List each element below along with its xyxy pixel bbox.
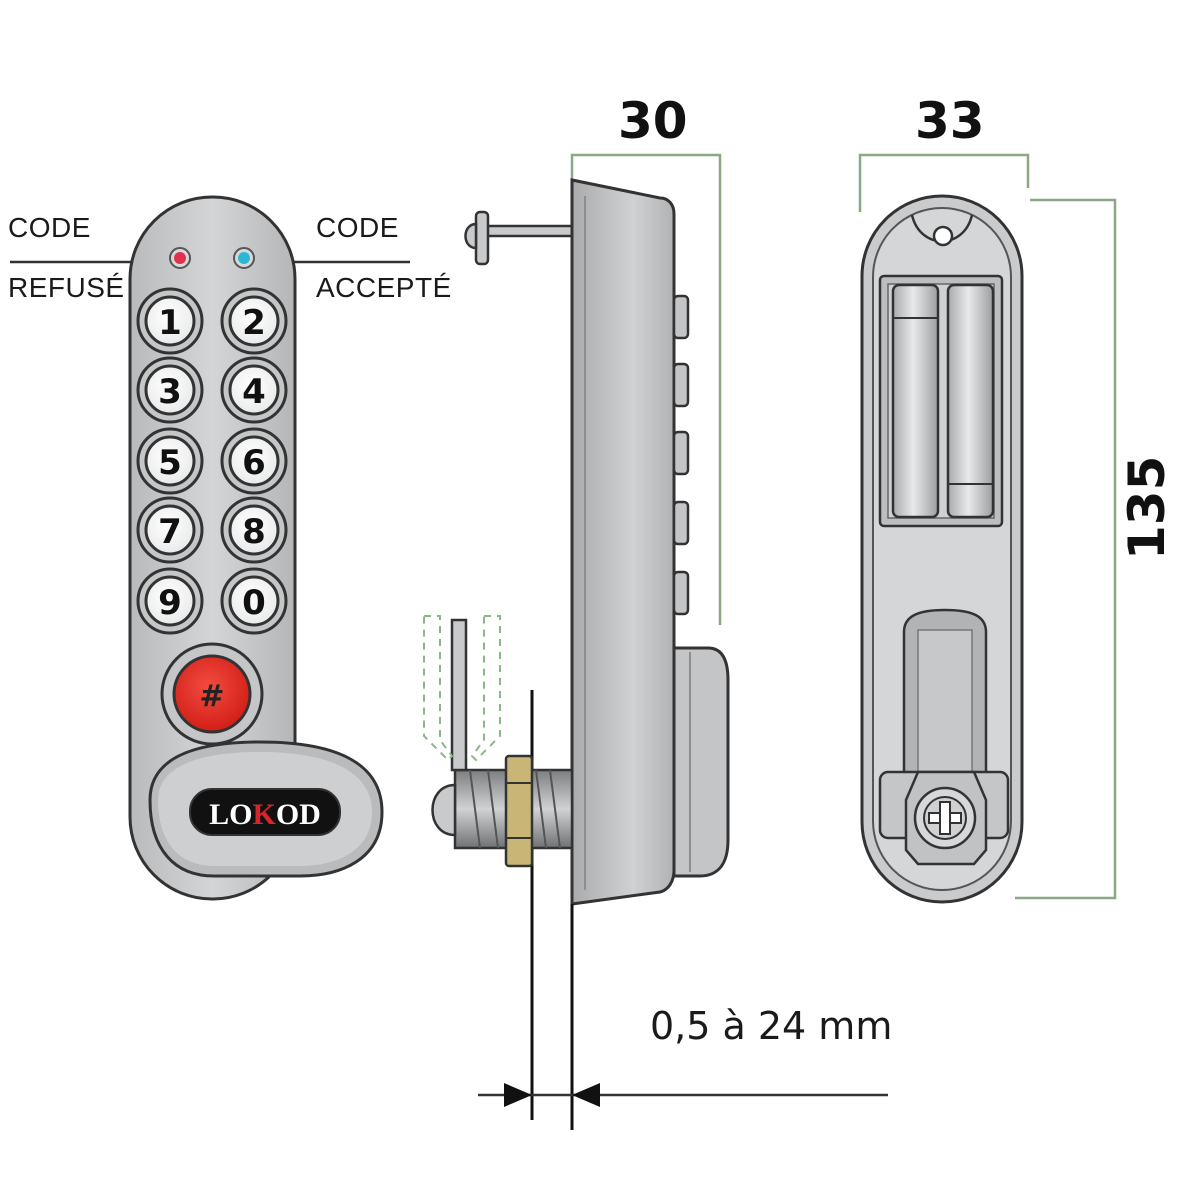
front-view: 1 2 3 4 5 6 7 8 9 0 # LOKOD [10, 195, 410, 901]
led-blue-icon [233, 247, 255, 269]
width-dimension-line [858, 153, 1030, 212]
brand-suffix: OD [276, 798, 321, 831]
key-4-label: 4 [242, 372, 266, 412]
key-0-button[interactable] [220, 567, 288, 635]
key-6-button[interactable] [220, 427, 288, 495]
brand-plate [189, 788, 341, 836]
key-5-label: 5 [158, 443, 182, 483]
depth-dimension-value: 30 [618, 92, 688, 150]
screw-icon [913, 786, 977, 850]
cam-alternate-positions [423, 615, 501, 762]
code-refused-label-top: CODE [8, 212, 91, 243]
code-accepted-label-bottom: ACCEPTÉ [316, 272, 452, 303]
height-dimension-line [1015, 198, 1117, 900]
key-9-button[interactable] [136, 567, 204, 635]
gap-arrow-left-icon [504, 1083, 532, 1107]
code-refused-label-bottom: REFUSÉ [8, 272, 125, 303]
key-3-label: 3 [158, 372, 182, 412]
width-dimension-value: 33 [915, 92, 985, 150]
key-4-button[interactable] [220, 356, 288, 424]
pin [464, 210, 574, 266]
key-1-button[interactable] [136, 287, 204, 355]
mounting-hole-icon [910, 214, 974, 247]
gap-arrow-right-icon [572, 1083, 600, 1107]
key-8-button[interactable] [220, 496, 288, 564]
door-thickness-value: 0,5 à 24 mm [650, 1004, 893, 1048]
side-key-bumps [672, 294, 690, 616]
brand-logo: LOKOD [209, 798, 321, 831]
key-2-button[interactable] [220, 287, 288, 355]
nut [504, 754, 534, 868]
key-1-label: 1 [158, 303, 182, 343]
battery-1-icon [891, 283, 940, 519]
key-9-label: 9 [158, 583, 182, 623]
code-accepted-label-top: CODE [316, 212, 399, 243]
battery-2-icon [946, 283, 995, 519]
handle[interactable] [148, 740, 384, 878]
side-view [423, 153, 888, 1130]
hash-button[interactable] [160, 642, 264, 746]
hash-button-label: # [199, 679, 224, 714]
cam-lever [450, 618, 468, 772]
key-8-label: 8 [242, 512, 266, 552]
key-7-button[interactable] [136, 496, 204, 564]
side-body [570, 178, 676, 906]
led-red-icon [169, 247, 191, 269]
key-5-button[interactable] [136, 427, 204, 495]
key-0-label: 0 [242, 583, 266, 623]
key-2-label: 2 [242, 303, 266, 343]
key-6-label: 6 [242, 443, 266, 483]
brand-mid: K [253, 798, 277, 831]
back-view [858, 153, 1117, 904]
key-7-label: 7 [158, 512, 182, 552]
brand-prefix: LO [209, 798, 252, 831]
key-3-button[interactable] [136, 356, 204, 424]
side-handle [672, 646, 730, 878]
height-dimension-value: 135 [1118, 455, 1176, 560]
depth-dimension-line [570, 153, 722, 625]
cam-tip [431, 783, 457, 837]
